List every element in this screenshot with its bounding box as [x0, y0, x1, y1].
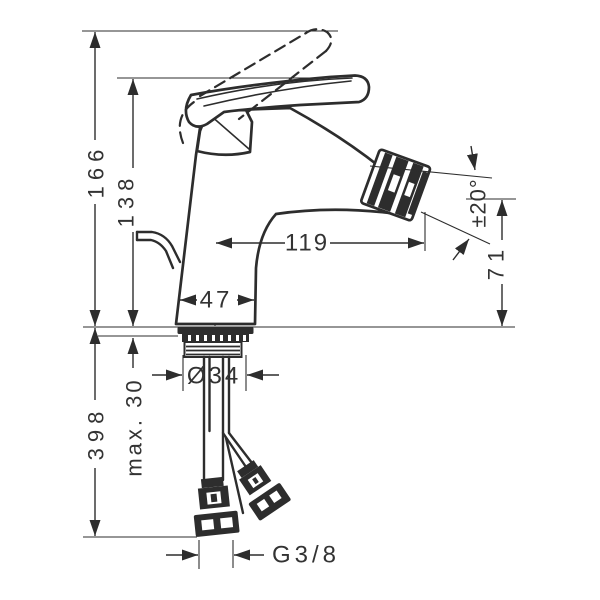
dim-max-mounting-thickness-label: max. 30 — [122, 377, 147, 476]
swivel-line-upper — [369, 165, 493, 179]
dim-connection-thread-label: G3/8 — [272, 541, 340, 568]
dim-below-deck-height-label: 398 — [84, 406, 109, 461]
faucet-artwork — [135, 28, 432, 537]
extension-lines — [82, 30, 516, 569]
hose-connector-left — [193, 476, 240, 537]
handle-top-edge-line — [196, 77, 353, 100]
mounting-flange — [177, 327, 254, 342]
dim-angle-upper — [466, 145, 478, 171]
dimension-lines — [89, 32, 508, 561]
faucet-popup-rod — [135, 230, 182, 270]
dim-spout-reach-label: 119 — [285, 229, 329, 256]
faucet-aerator — [359, 148, 432, 222]
cone-accent-line — [209, 114, 250, 150]
dim-outlet-height-label: 71 — [484, 244, 509, 280]
faucet-body-spout — [174, 106, 396, 326]
threaded-shank — [183, 341, 243, 358]
supply-hoses — [202, 355, 254, 515]
dim-handle-height-label: 138 — [114, 173, 139, 228]
dim-angle-lower — [452, 238, 470, 261]
dim-shank-diameter-label: Ø34 — [187, 362, 241, 389]
dim-body-width-label: 47 — [200, 286, 233, 313]
handle-top-edge-line2 — [203, 80, 352, 107]
dim-swivel-range-label: ±20° — [466, 178, 491, 227]
faucet-handle-raised-dashed — [178, 28, 333, 145]
swivel-line-lower — [420, 211, 491, 245]
faucet-handle-lever — [184, 74, 371, 128]
hose-connector-right — [237, 460, 291, 521]
dim-overall-height-label: 166 — [84, 144, 109, 199]
dimension-labels: 166 138 398 max. 30 71 ±20° 119 47 Ø34 G… — [84, 144, 509, 569]
swivel-annotation — [369, 165, 493, 251]
